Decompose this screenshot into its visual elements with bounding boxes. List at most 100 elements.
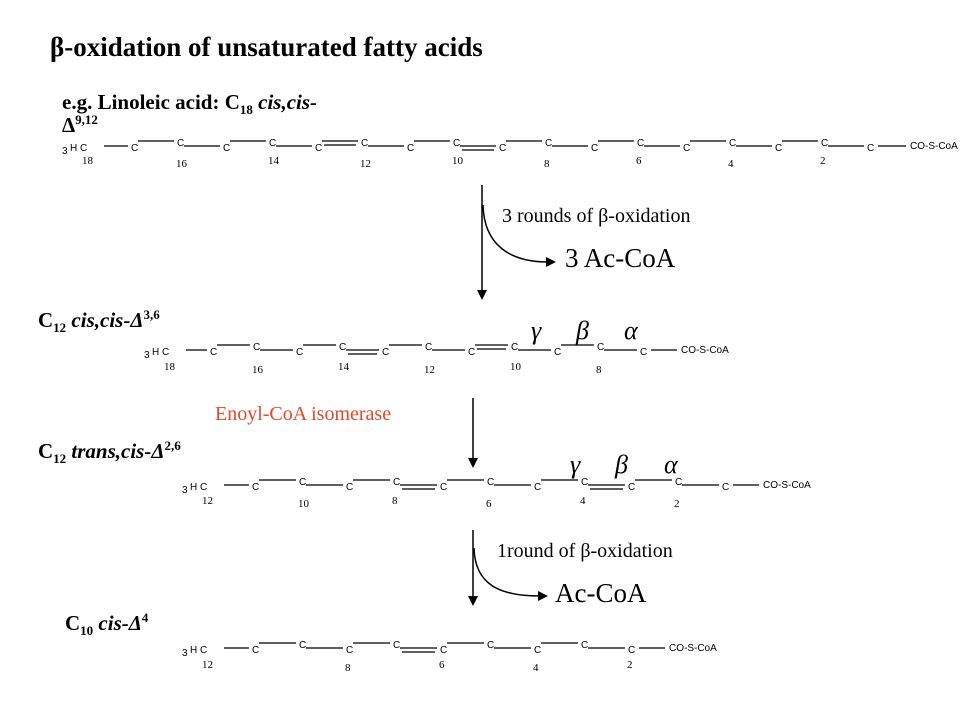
carbon-atom: C [131,143,138,154]
carbon-number: 18 [82,155,94,167]
carbon-atom: C [315,143,322,154]
carbon-atom: C [487,477,494,488]
beta-label-1: β [576,316,589,345]
carbon-number: 16 [252,364,264,376]
carbon-atom: C [534,645,541,656]
carbon-number: 10 [298,498,310,510]
carbon-atom: C [545,138,552,149]
coa-group: CO-S-CoA [910,141,958,152]
carbon-atom: C [299,477,306,488]
carbon-atom: C [511,342,518,353]
carbon-atom: C [440,482,447,493]
carbon-atom: C [361,138,368,149]
carbon-atom: C [722,482,729,493]
carbon-atom: C [628,482,635,493]
gamma-label-2: γ [570,450,581,479]
carbon-number: 14 [268,155,280,167]
product-label-c10-cis: C10 cis-Δ4 [65,610,149,639]
carbon-atom: C [683,143,690,154]
carbon-number: 8 [544,158,550,170]
carbon-atom: C [177,138,184,149]
page-title: β-oxidation of unsaturated fatty acids [50,32,483,62]
step2-product: Ac-CoA [555,578,647,608]
carbon-atom: C [675,477,682,488]
carbon-number: 2 [674,498,680,510]
carbon-number: 6 [636,155,642,167]
gamma-label-1: γ [531,316,542,345]
carbon-atom: C [252,645,259,656]
carbon-number: 10 [510,361,522,373]
carbon-atom: C [210,347,217,358]
intermediate-label-c12-cis: C12 cis,cis-Δ3,6 [38,307,160,336]
carbon-atom: C [628,645,635,656]
chain-head-sub: 3 [62,146,68,157]
coa-group: CO-S-CoA [681,345,729,356]
chain-head: H C [190,482,207,493]
step1-product: 3 Ac-CoA [565,243,676,273]
coa-group: CO-S-CoA [669,643,717,654]
carbon-atom: C [407,143,414,154]
carbon-atom: C [382,347,389,358]
chain-head: H C [190,645,207,656]
enzyme-label: Enoyl-CoA isomerase [215,403,392,425]
chain-head: H C [70,143,87,154]
arrow-step2-head [468,596,478,606]
carbon-number: 12 [360,158,371,170]
carbon-atom: C [499,143,506,154]
carbon-atom: C [253,342,260,353]
carbon-atom: C [346,645,353,656]
carbon-atom: C [487,640,494,651]
chain-head-sub: 3 [182,648,188,659]
carbon-atom: C [534,482,541,493]
carbon-number: 8 [345,662,351,674]
carbon-atom: C [591,143,598,154]
carbon-atom: C [299,640,306,651]
carbon-number: 4 [728,158,734,170]
coa-group: CO-S-CoA [763,480,811,491]
intermediate-label-c12-trans: C12 trans,cis-Δ2,6 [38,438,181,467]
carbon-atom: C [346,482,353,493]
arrow-isomerase-head [468,458,478,468]
step1-text: 3 rounds of β-oxidation [502,205,691,227]
arrow-step2-branch [473,547,541,597]
carbon-number: 4 [580,495,586,507]
carbon-number: 10 [452,155,464,167]
carbon-atom: C [252,482,259,493]
carbon-number: 18 [164,361,176,373]
carbon-atom: C [581,640,588,651]
chain-head-sub: 3 [182,485,188,496]
alpha-label-2: α [664,450,678,479]
beta-label-2: β [615,450,628,479]
carbon-number: 12 [202,495,213,507]
carbon-number: 4 [533,662,539,674]
carbon-atom: C [339,342,346,353]
carbon-number: 6 [486,498,492,510]
carbon-number: 12 [424,364,435,376]
chain-head-sub: 3 [144,350,150,361]
carbon-atom: C [453,138,460,149]
carbon-atom: C [597,342,604,353]
carbon-atom: C [223,143,230,154]
carbon-atom: C [296,347,303,358]
carbon-number: 8 [596,364,602,376]
carbon-atom: C [867,143,874,154]
chain-head: H C [152,347,169,358]
carbon-atom: C [640,347,647,358]
carbon-atom: C [637,138,644,149]
carbon-number: 14 [338,361,350,373]
carbon-number: 2 [627,659,633,671]
carbon-atom: C [269,138,276,149]
carbon-number: 12 [202,659,213,671]
carbon-number: 16 [176,158,188,170]
carbon-number: 6 [439,659,445,671]
carbon-atom: C [393,640,400,651]
arrow-step1-branch-head [546,257,556,267]
reaction-arrows [468,185,556,606]
carbon-atom: C [775,143,782,154]
arrow-step2-branch-head [538,591,548,601]
carbon-atom: C [468,347,475,358]
